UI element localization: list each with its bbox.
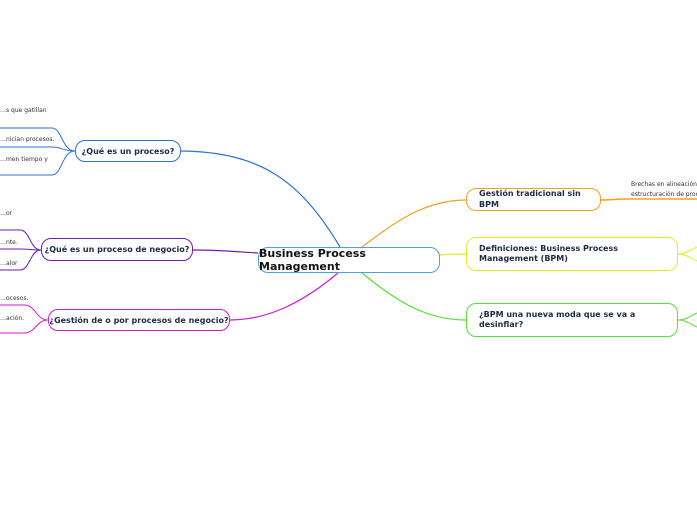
topic-gestion-de-o-por-procesos[interactable]: ¿Gestión de o por procesos de negocio? bbox=[48, 309, 230, 331]
leaf-branch bbox=[677, 246, 697, 255]
leaf-text[interactable]: …alor bbox=[0, 260, 18, 267]
connector-proceso-negocio bbox=[192, 249, 259, 254]
leaf-branch bbox=[0, 319, 49, 334]
leaf-branch bbox=[677, 253, 697, 262]
leaf-text[interactable]: …men tiempo y bbox=[0, 156, 48, 163]
leaf-branch bbox=[0, 248, 42, 251]
topic-gestion-tradicional-sin-bpm[interactable]: Gestión tradicional sin BPM bbox=[466, 188, 601, 211]
leaf-text[interactable]: …ación. bbox=[0, 315, 25, 322]
leaf-line: estructuración de proce… bbox=[631, 191, 697, 199]
leaf-text-brechas[interactable]: Brechas en alineación e estructuración d… bbox=[631, 180, 697, 200]
leaf-branch bbox=[677, 319, 697, 328]
leaf-text[interactable]: …nician procesos. bbox=[0, 136, 55, 143]
topic-bpm-nueva-moda[interactable]: ¿BPM una nueva moda que se va a desinfla… bbox=[466, 303, 678, 337]
connector-bpm-moda bbox=[361, 272, 467, 321]
leaf-branch bbox=[600, 198, 697, 201]
central-topic[interactable]: Business Process Management bbox=[258, 247, 440, 273]
leaf-branch bbox=[677, 312, 697, 321]
leaf-text[interactable]: …nte. bbox=[0, 239, 18, 246]
topic-definiciones-bpm[interactable]: Definiciones: Business Process Managemen… bbox=[466, 237, 678, 271]
leaf-branch bbox=[0, 249, 42, 271]
connector-que-es-proceso bbox=[180, 150, 341, 248]
leaf-line: Brechas en alineación e bbox=[631, 181, 697, 188]
leaf-branch bbox=[0, 127, 76, 152]
leaf-branch bbox=[0, 146, 76, 152]
topic-que-es-un-proceso-de-negocio[interactable]: ¿Qué es un proceso de negocio? bbox=[41, 238, 193, 261]
leaf-branch bbox=[0, 229, 42, 251]
leaf-branch bbox=[0, 150, 76, 176]
leaf-text[interactable]: …ocesos. bbox=[0, 295, 29, 302]
connector-gestion-tradicional bbox=[361, 199, 467, 248]
connector-gestion-procesos bbox=[229, 272, 339, 321]
leaf-text[interactable]: …s que gatillan bbox=[0, 107, 47, 114]
leaf-branch bbox=[0, 304, 49, 321]
connector-definiciones bbox=[439, 253, 467, 256]
topic-que-es-un-proceso[interactable]: ¿Qué es un proceso? bbox=[75, 140, 181, 162]
leaf-text[interactable]: …or bbox=[0, 210, 13, 217]
